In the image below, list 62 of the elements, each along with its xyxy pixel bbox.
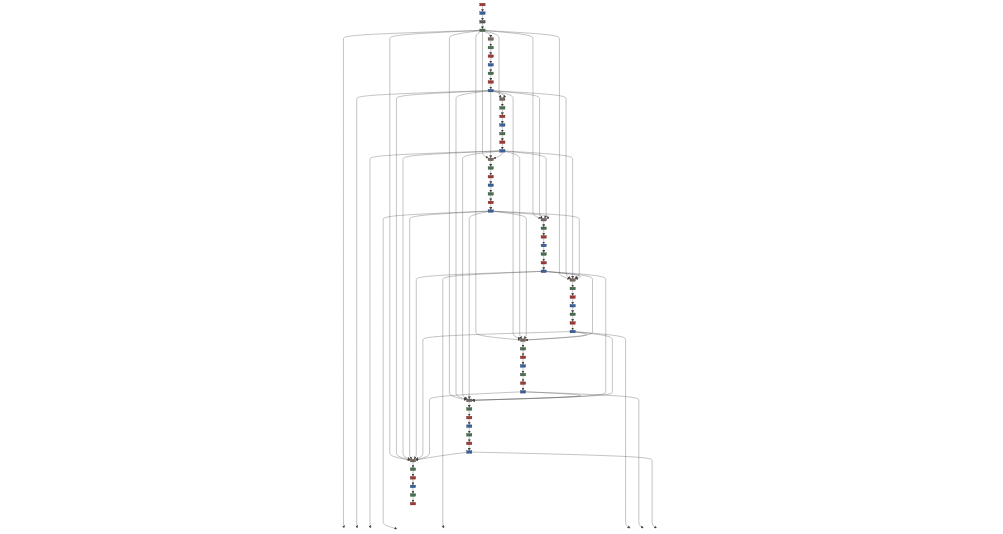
node-box [569, 287, 576, 290]
node-box [499, 114, 506, 118]
node-box [569, 295, 576, 299]
node-box [499, 97, 506, 101]
node-box [520, 338, 526, 342]
node-box [466, 450, 473, 454]
node-box [487, 80, 494, 84]
node-box [487, 37, 494, 41]
node-box [540, 244, 547, 247]
node-box [487, 183, 494, 187]
node-box [410, 484, 416, 488]
node-box [540, 252, 547, 256]
node-box [410, 467, 416, 471]
node-box [569, 304, 576, 308]
node-box [487, 175, 494, 179]
node-box [487, 166, 494, 170]
node-box [569, 312, 576, 316]
node-box [487, 71, 494, 75]
node-box [520, 364, 526, 368]
node-box [540, 269, 547, 273]
node-box [466, 441, 473, 445]
node-box [520, 347, 526, 351]
node-box [479, 28, 486, 32]
node-box [540, 235, 547, 239]
node-box [520, 381, 526, 385]
node-box [499, 106, 506, 110]
node-box [540, 261, 547, 265]
node-box [410, 502, 416, 506]
node-box [569, 330, 576, 334]
node-box [569, 321, 576, 325]
arrow [542, 220, 546, 228]
node-box [499, 149, 506, 153]
node-box [487, 200, 494, 204]
node-box [487, 89, 494, 93]
node-box [479, 20, 486, 24]
node-box [520, 390, 526, 394]
node-box [466, 398, 473, 402]
node-box [487, 46, 494, 50]
node-box [487, 157, 494, 161]
node-box [487, 209, 494, 213]
node-box [520, 373, 526, 377]
node-box [520, 355, 526, 359]
node-box [479, 11, 486, 15]
node-box [410, 493, 416, 497]
node-box [499, 123, 506, 127]
node-box [487, 192, 494, 196]
node-box [410, 476, 416, 480]
arrow [542, 246, 546, 253]
node-box [466, 433, 473, 437]
node-box [499, 140, 506, 144]
node-box [466, 407, 473, 411]
node-box [466, 424, 473, 428]
node-box [410, 459, 416, 463]
node-box [569, 278, 576, 282]
node-box [499, 132, 506, 136]
node-box [540, 218, 547, 222]
node-box [466, 416, 473, 420]
node-box [487, 54, 494, 58]
arrow [571, 306, 575, 314]
node-box [540, 226, 547, 230]
node-box [479, 3, 486, 7]
node-box [487, 63, 494, 67]
